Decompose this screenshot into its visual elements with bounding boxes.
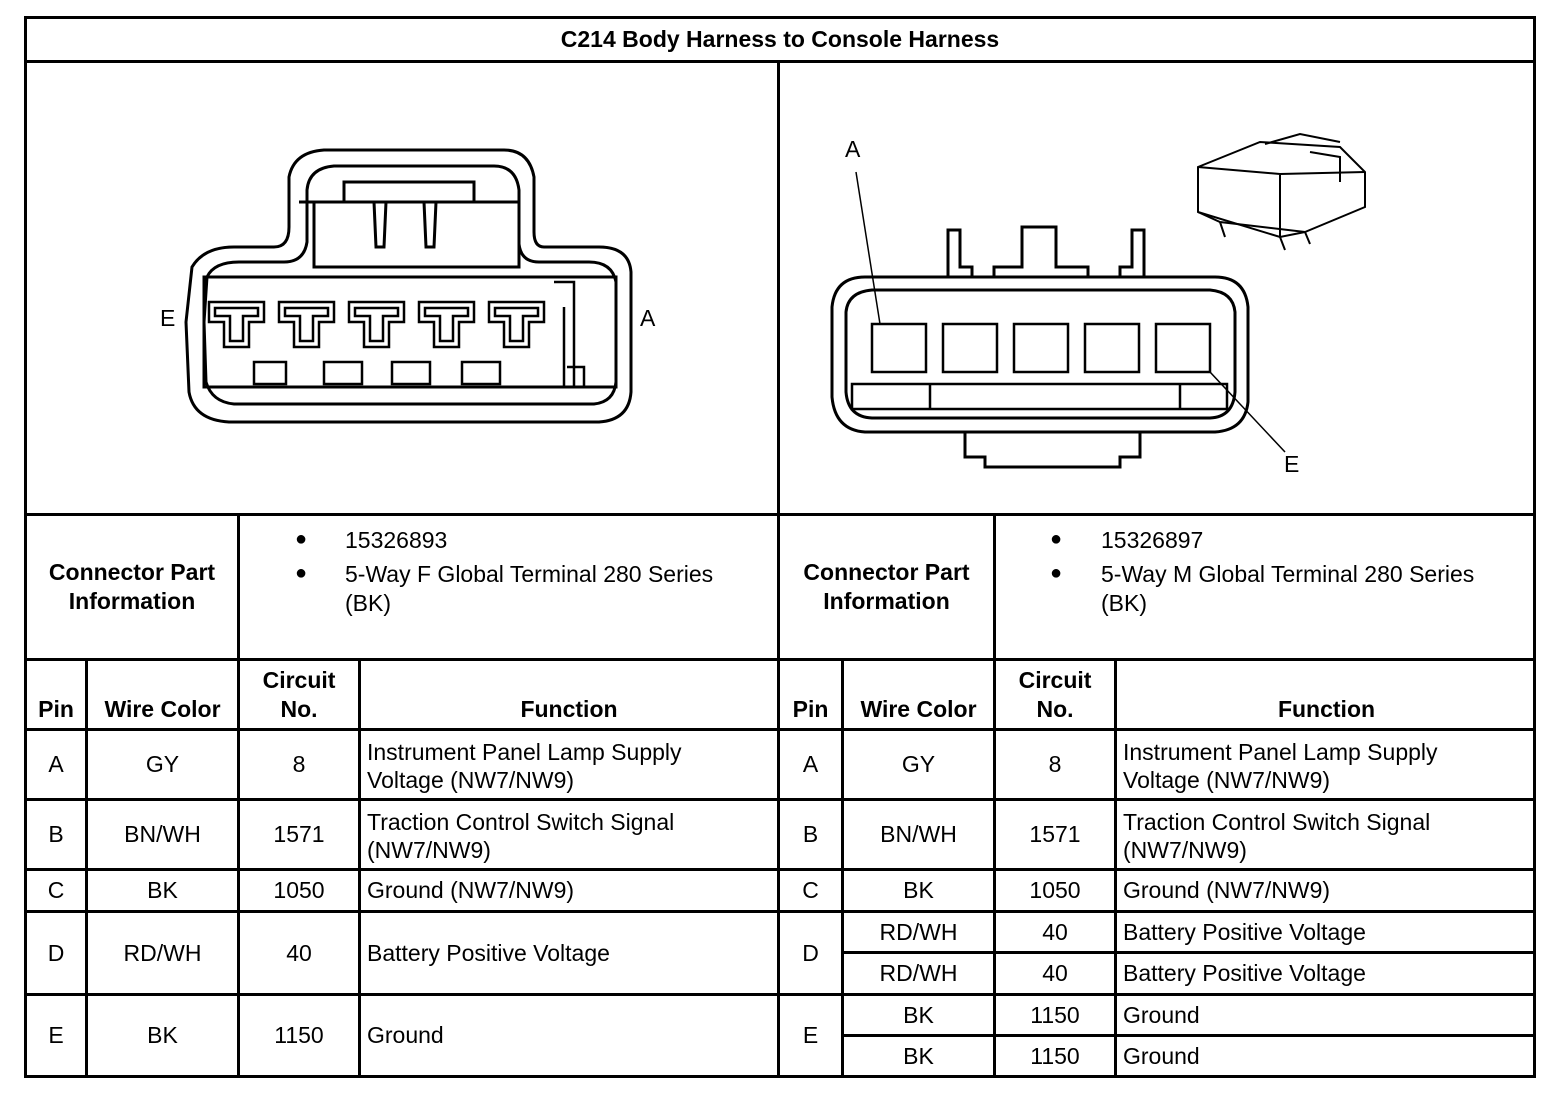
table-cell-function: Ground (NW7/NW9): [367, 877, 575, 903]
table-cell-function: Ground: [1123, 1042, 1200, 1069]
table-cell-wire: BK: [903, 1001, 934, 1028]
part-color-right: (BK): [1101, 590, 1147, 616]
grid-line: [24, 993, 1536, 996]
table-cell-circuit: 1571: [1029, 821, 1081, 847]
table-cell-pin: E: [802, 1022, 819, 1048]
table-cell-wire: BN/WH: [124, 821, 201, 847]
table-cell-wire: RD/WH: [879, 960, 958, 986]
table-cell-function: Voltage (NW7/NW9): [1123, 767, 1331, 793]
table-cell-pin: A: [802, 751, 819, 777]
table-cell-circuit: 1050: [1029, 877, 1081, 903]
table-cell-pin: B: [48, 821, 64, 847]
grid-line: [24, 728, 1536, 731]
table-cell-circuit: 40: [1042, 960, 1068, 986]
pin-label-a-right: A: [845, 136, 861, 162]
table-cell-circuit: 40: [1042, 918, 1068, 945]
table-cell-function: Voltage (NW7/NW9): [367, 767, 575, 793]
table-cell-function: Instrument Panel Lamp Supply: [1123, 739, 1438, 765]
table-cell-pin: E: [48, 1022, 64, 1048]
table-cell-wire: BK: [903, 877, 934, 903]
table-cell-wire: GY: [901, 751, 936, 777]
table-cell-circuit: 1150: [1030, 1001, 1080, 1028]
grid-line: [24, 798, 1536, 801]
info-divider-left: [237, 513, 240, 661]
bullet-left-1: ●: [295, 528, 308, 550]
bullet-right-2: ●: [1050, 562, 1063, 584]
image-divider: [24, 513, 1536, 516]
pin-label-e-left: E: [160, 305, 176, 331]
header-function-left: Function: [520, 696, 618, 722]
table-cell-circuit: 8: [292, 751, 306, 777]
table-cell-wire: RD/WH: [879, 918, 958, 945]
table-cell-pin: A: [48, 751, 64, 777]
header-circuit-left: Circuit No.: [262, 667, 336, 722]
table-cell-function: Ground (NW7/NW9): [1123, 877, 1331, 903]
male-connector-drawing: [830, 132, 1366, 469]
table-cell-function: (NW7/NW9): [1123, 837, 1247, 863]
part-color-left: (BK): [345, 590, 391, 616]
pin-label-e-right: E: [1284, 451, 1300, 477]
title-divider: [24, 60, 1536, 63]
info-divider: [24, 658, 1536, 661]
info-divider-right: [993, 513, 996, 661]
table-cell-circuit: 40: [286, 939, 312, 966]
table-cell-circuit: 1150: [1030, 1042, 1080, 1069]
table-cell-pin: D: [47, 939, 65, 966]
table-cell-function: Traction Control Switch Signal: [367, 809, 675, 835]
table-cell-function: (NW7/NW9): [367, 837, 491, 863]
female-connector-drawing: [184, 148, 633, 424]
connector-info-label-left: Connector Part Information: [48, 559, 216, 614]
part-number-right: 15326897: [1101, 527, 1204, 553]
table-cell-wire: BN/WH: [880, 821, 957, 847]
table-cell-function: Ground: [1123, 1001, 1200, 1028]
table-cell-circuit: 1050: [273, 877, 325, 903]
part-desc-left: 5-Way F Global Terminal 280 Series: [345, 561, 714, 587]
header-wire-color-left: Wire Color: [104, 696, 221, 722]
table-cell-wire: GY: [145, 751, 180, 777]
table-cell-pin: D: [802, 939, 819, 966]
header-wire-color-right: Wire Color: [860, 696, 977, 722]
table-cell-pin: C: [802, 877, 819, 903]
header-pin-right: Pin: [792, 696, 829, 722]
table-cell-wire: BK: [147, 877, 178, 903]
grid-line: [841, 951, 1536, 954]
diagram-frame: [24, 16, 1536, 1078]
table-cell-wire: BK: [903, 1042, 934, 1069]
table-cell-function: Instrument Panel Lamp Supply: [367, 739, 682, 765]
grid-line: [841, 1034, 1536, 1037]
table-cell-function: Traction Control Switch Signal: [1123, 809, 1431, 835]
table-cell-circuit: 1571: [273, 821, 325, 847]
grid-line: [24, 868, 1536, 871]
pin-label-a-left: A: [640, 305, 656, 331]
header-circuit-right: Circuit No.: [1018, 667, 1092, 722]
table-cell-circuit: 1150: [274, 1022, 324, 1048]
bullet-left-2: ●: [295, 562, 308, 584]
header-pin-left: Pin: [38, 696, 74, 722]
table-cell-wire: RD/WH: [123, 939, 202, 966]
table-cell-wire: BK: [147, 1022, 178, 1048]
table-cell-pin: B: [802, 821, 819, 847]
page-title: C214 Body Harness to Console Harness: [560, 25, 1000, 52]
table-cell-function: Battery Positive Voltage: [367, 939, 610, 966]
table-cell-pin: C: [47, 877, 65, 903]
header-function-right: Function: [1277, 696, 1376, 722]
table-cell-function: Battery Positive Voltage: [1123, 960, 1366, 986]
table-cell-circuit: 8: [1048, 751, 1062, 777]
bullet-right-1: ●: [1050, 528, 1063, 550]
table-cell-function: Battery Positive Voltage: [1123, 918, 1366, 945]
part-desc-right: 5-Way M Global Terminal 280 Series: [1101, 561, 1475, 587]
grid-line: [24, 910, 1536, 913]
center-divider: [777, 60, 780, 1078]
part-number-left: 15326893: [345, 527, 448, 553]
connector-info-label-right: Connector Part Information: [803, 559, 970, 614]
table-cell-function: Ground: [367, 1022, 444, 1048]
